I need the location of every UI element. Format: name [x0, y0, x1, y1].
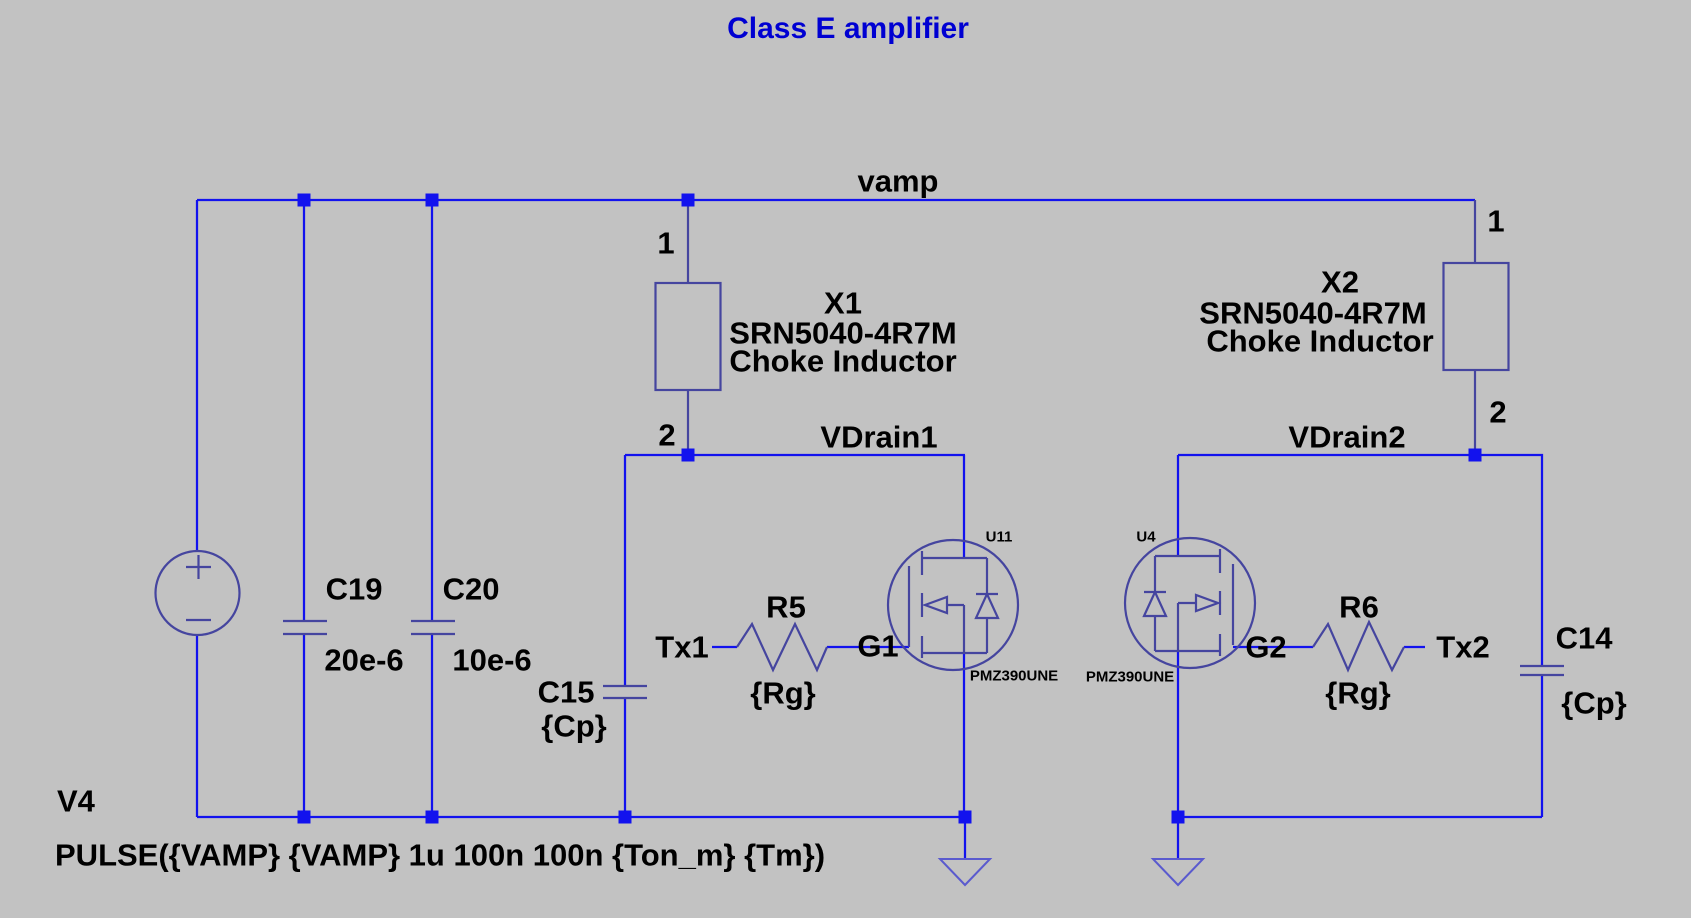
v4-ref[interactable]: V4 — [57, 783, 95, 819]
junction-dot — [425, 810, 439, 824]
x2-pin1-label: 1 — [1487, 203, 1505, 239]
junction-dot — [425, 193, 439, 207]
x2-part-number[interactable]: SRN5040-4R7M — [1199, 295, 1427, 331]
net-label-vdrain1[interactable]: VDrain1 — [820, 419, 938, 455]
body-connection — [1176, 601, 1196, 651]
x1-part-number[interactable]: SRN5040-4R7M — [729, 315, 957, 351]
x1-ref[interactable]: X1 — [824, 285, 862, 321]
x2-pin2-label: 2 — [1489, 394, 1507, 430]
v4-value[interactable]: PULSE({VAMP} {VAMP} 1u 100n 100n {Ton_m}… — [55, 837, 826, 873]
wire-c14-branch[interactable] — [1475, 453, 1544, 817]
mosfet-u4-symbol[interactable] — [1123, 536, 1257, 670]
body-diode — [1142, 556, 1168, 651]
ground-symbol-left[interactable] — [937, 858, 993, 887]
body-diode — [974, 558, 1000, 653]
body-arrow — [1194, 593, 1222, 613]
schematic-title[interactable]: Class E amplifier — [727, 12, 969, 45]
net-label-tx2[interactable]: Tx2 — [1436, 629, 1490, 665]
ground-symbol-right[interactable] — [1150, 858, 1206, 887]
r6-value[interactable]: {Rg} — [1325, 675, 1391, 711]
c19-value[interactable]: 20e-6 — [324, 642, 404, 678]
net-label-g2[interactable]: G2 — [1245, 629, 1287, 665]
capacitor-c20-symbol[interactable] — [411, 619, 455, 636]
capacitor-c15-symbol[interactable] — [603, 684, 647, 700]
c20-value[interactable]: 10e-6 — [452, 642, 532, 678]
c14-value[interactable]: {Cp} — [1561, 685, 1627, 721]
junction-dot — [1171, 810, 1185, 824]
net-label-g1[interactable]: G1 — [857, 628, 899, 664]
junction-dot — [958, 810, 972, 824]
u4-ref[interactable]: U4 — [1136, 528, 1156, 546]
u4-part-number[interactable]: PMZ390UNE — [1085, 668, 1175, 686]
junction-dot — [297, 810, 311, 824]
capacitor-c14-symbol[interactable] — [1520, 664, 1564, 677]
net-label-vdrain2[interactable]: VDrain2 — [1288, 419, 1406, 455]
x1-pin1-label: 1 — [657, 225, 675, 261]
body-arrow — [921, 595, 949, 615]
x1-pin2-label: 2 — [658, 417, 676, 453]
junction-dot — [681, 193, 695, 207]
x1-description[interactable]: Choke Inductor — [729, 343, 957, 379]
resistor-r6-symbol[interactable] — [1312, 619, 1405, 673]
c15-ref[interactable]: C15 — [537, 674, 595, 710]
junction-dot — [297, 193, 311, 207]
c15-value[interactable]: {Cp} — [541, 708, 607, 744]
junction-dot — [618, 810, 632, 824]
inductor-x2-symbol[interactable] — [1442, 200, 1510, 455]
c20-ref[interactable]: C20 — [442, 571, 500, 607]
u11-part-number[interactable]: PMZ390UNE — [969, 667, 1059, 685]
net-label-tx1[interactable]: Tx1 — [655, 629, 709, 665]
body-connection — [947, 603, 966, 653]
r5-value[interactable]: {Rg} — [750, 675, 816, 711]
junction-dot — [1468, 448, 1482, 462]
junction-dot — [681, 448, 695, 462]
c14-ref[interactable]: C14 — [1555, 620, 1613, 656]
r5-ref[interactable]: R5 — [766, 589, 806, 625]
x2-ref[interactable]: X2 — [1321, 264, 1359, 300]
u11-ref[interactable]: U11 — [985, 528, 1013, 546]
x2-description[interactable]: Choke Inductor — [1206, 323, 1434, 359]
capacitor-c19-symbol[interactable] — [283, 619, 327, 636]
r6-ref[interactable]: R6 — [1339, 589, 1379, 625]
resistor-r5-symbol[interactable] — [736, 621, 829, 673]
mosfet-u11-symbol[interactable] — [886, 538, 1020, 672]
inductor-x1-symbol[interactable] — [654, 200, 722, 455]
net-label-vamp[interactable]: vamp — [857, 163, 939, 199]
plus-sign — [186, 555, 211, 579]
voltage-source-v4-symbol[interactable] — [154, 549, 241, 637]
c19-ref[interactable]: C19 — [325, 571, 383, 607]
